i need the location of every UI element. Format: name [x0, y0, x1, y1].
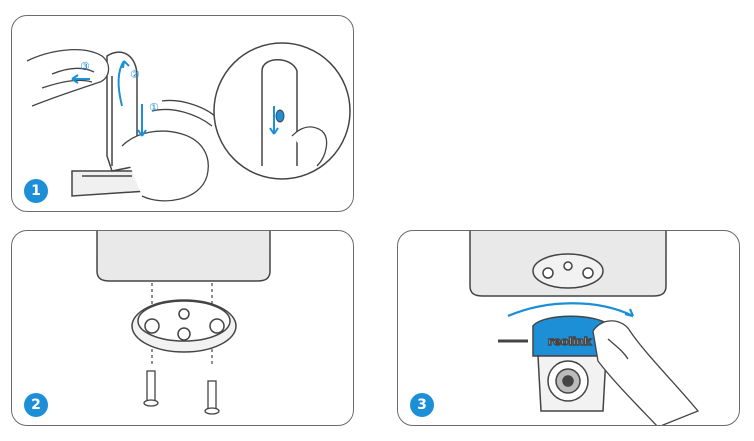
- step-1-illustration: ③ ② ①: [26, 42, 351, 202]
- sub-step-3-label: ③: [80, 60, 90, 73]
- screws: [143, 370, 220, 415]
- detail-zoom-circle: [213, 42, 351, 180]
- mount-base: [131, 299, 237, 353]
- guide-lines: [151, 283, 213, 366]
- step-3-illustration: reolink: [469, 231, 700, 425]
- hand: [592, 320, 700, 425]
- sub-step-2-label: ②: [130, 68, 140, 81]
- step-2-illustration: [96, 231, 271, 415]
- step-3-panel: reolink 3: [397, 230, 740, 426]
- step-2-panel: 2: [11, 230, 354, 426]
- step-1-badge: 1: [24, 179, 48, 203]
- ceiling: [96, 231, 271, 282]
- step-1-panel: ③ ② ① 1: [11, 15, 354, 212]
- rotate-arrow: [507, 302, 634, 318]
- motion-arrows: [71, 60, 147, 137]
- step-2-badge: 2: [24, 393, 48, 417]
- step-3-badge: 3: [410, 393, 434, 417]
- mount-base: [532, 253, 604, 289]
- sub-step-labels: ③ ② ①: [80, 60, 159, 114]
- rotate-arrow-head: [624, 308, 635, 318]
- camera-brand-label: reolink: [548, 335, 592, 348]
- sub-step-1-label: ①: [149, 101, 159, 114]
- left-hand: [26, 49, 110, 107]
